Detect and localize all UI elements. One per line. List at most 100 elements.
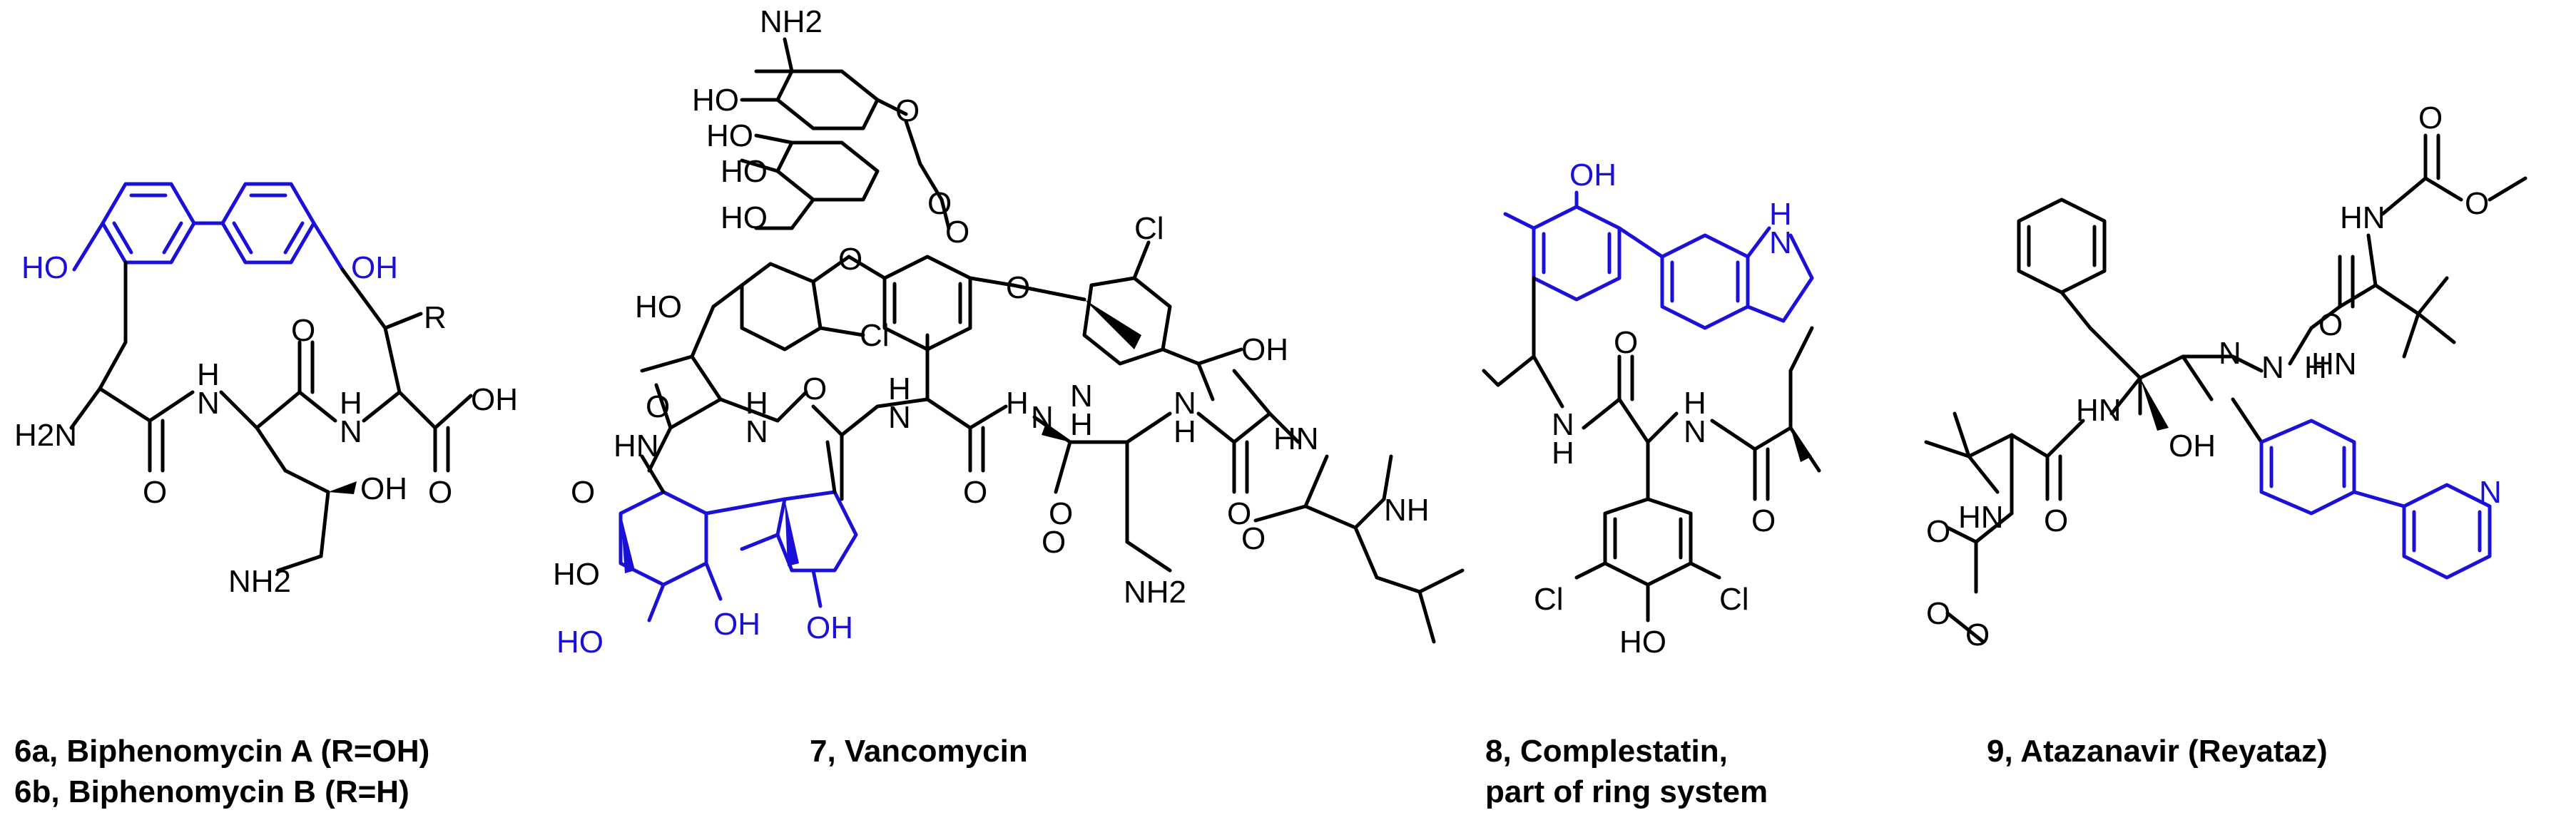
atom-label: N [1070,379,1093,414]
atom-label: HO [721,200,768,235]
caption-complestatin-line1: 8, Complestatin, [1485,734,1728,769]
caption-complestatin-line2: part of ring system [1485,774,1768,809]
atom-label: N [1174,386,1196,421]
atom-label: H [1174,414,1196,449]
atom-label: HO [692,83,739,118]
atom-label: H [2304,350,2327,385]
atom-label: O [963,475,987,510]
atom-label: OH [351,250,398,285]
atom-label: OH [1569,158,1617,193]
atom-label: OH [360,471,407,506]
caption-biphenomycin-a: 6a, Biphenomycin A (R=OH) [14,734,429,769]
atom-label: HO [635,289,682,324]
structure-atazanavir: O HN O O N H HN N HN O OH O HN O O N [1924,101,2527,652]
atom-label: O [1926,514,1950,549]
atom-label: O [895,93,920,128]
atom-label: Cl [860,318,890,353]
caption-vancomycin: 7, Vancomycin [810,734,1028,769]
structure-complestatin: OH H N O N H H N O Cl Cl HO [1482,158,1821,660]
atom-label: H [1769,197,1792,232]
biphenomycin-atom-labels: HO OH R O OH H2N H N O H N O OH NH2 [14,250,518,599]
atom-label: O [1227,496,1251,531]
atom-label: O [1241,521,1266,556]
atazanavir-backbone [1924,133,2527,644]
atom-label: OH [713,607,760,642]
atom-label: NH2 [1124,575,1186,610]
atom-label: NH2 [228,564,291,599]
vancomycin-atom-labels: NH2 HO O HO HO O HO O O O Cl HO Cl OH O … [553,4,1430,660]
atom-label: O [1049,496,1073,531]
atom-label: HO [721,154,768,189]
atom-label: HN [2340,200,2386,235]
atom-label: H2N [14,418,77,453]
atom-label: O [646,389,670,424]
atom-label: N [2261,350,2284,385]
complestatin-highlight [1503,190,1814,330]
atom-label: O [1006,270,1030,305]
atom-label: N [1769,225,1792,260]
atom-label: O [571,475,595,510]
biphenomycin-backbone [69,260,473,573]
atom-label: HO [556,625,604,660]
atom-label: O [838,242,862,277]
biphenyl-highlight [72,182,345,272]
atom-label: O [2465,186,2489,221]
atom-label: HO [553,557,600,592]
atom-label: O [927,186,952,221]
atom-label: H [340,386,362,421]
atom-label: Cl [1534,582,1564,617]
atom-label: HN [1958,500,2004,535]
atom-label: N [1031,400,1054,435]
atom-label: N [340,414,362,449]
atom-label: O [1042,525,1066,560]
atom-label: H [1552,436,1574,471]
caption-atazanavir: 9, Atazanavir (Reyataz) [1987,734,2328,769]
atom-label: HO [1619,625,1666,660]
atom-label: O [803,371,827,406]
atom-label: N [2219,336,2241,371]
vancomycin-sugars [740,37,951,230]
vancomycin-core [640,240,1465,644]
atom-label: O [945,215,969,250]
atom-label: O [1614,325,1638,360]
atom-label: O [2418,101,2443,135]
atazanavir-atom-labels: O HN O O N H HN N HN O OH O HN O O N [1926,101,2502,652]
atom-label: HN [2311,347,2357,381]
complestatin-atom-labels: OH H N O N H H N O Cl Cl HO [1534,158,1792,660]
atom-label: O [428,475,452,510]
atom-label: O [291,313,315,348]
atom-label: N [1684,414,1706,449]
atom-label: N [1552,407,1574,442]
atom-label: NH [1384,493,1430,528]
atom-label: O [2044,503,2068,538]
atom-label: OH [806,610,853,645]
atom-label: H [197,357,220,392]
caption-biphenomycin-b: 6b, Biphenomycin B (R=H) [14,774,409,809]
atom-label: O [1926,596,1950,631]
atom-label: N [888,400,911,435]
atom-label: H [745,386,768,421]
atom-label: O [143,475,167,510]
atom-label: H [1684,386,1706,421]
atom-label: O [2318,307,2343,342]
structure-vancomycin: NH2 HO O HO HO O HO O O O Cl HO Cl OH O … [553,4,1465,660]
atom-label: N [197,386,220,421]
atom-label: HO [706,118,753,153]
vancomycin-biaryl-highlight [618,440,858,622]
complestatin-backbone [1482,276,1821,622]
atom-label: O [1751,503,1776,538]
atom-label: OH [471,382,518,417]
atom-label: N [745,414,768,449]
atom-label: H [1070,407,1093,442]
atom-label: NH2 [760,4,823,39]
atom-label: HN [1273,421,1319,456]
atom-label: O [1965,617,1990,652]
atom-label: H [1006,386,1029,421]
atom-label: R [424,300,447,335]
structure-biphenomycin: HO OH R O OH H2N H N O H N O OH NH2 [14,182,518,599]
captions: 6a, Biphenomycin A (R=OH) 6b, Biphenomyc… [14,734,2328,809]
atom-label: HN [614,429,659,463]
atom-label: Cl [1719,582,1749,617]
atom-label: Cl [1134,211,1164,246]
